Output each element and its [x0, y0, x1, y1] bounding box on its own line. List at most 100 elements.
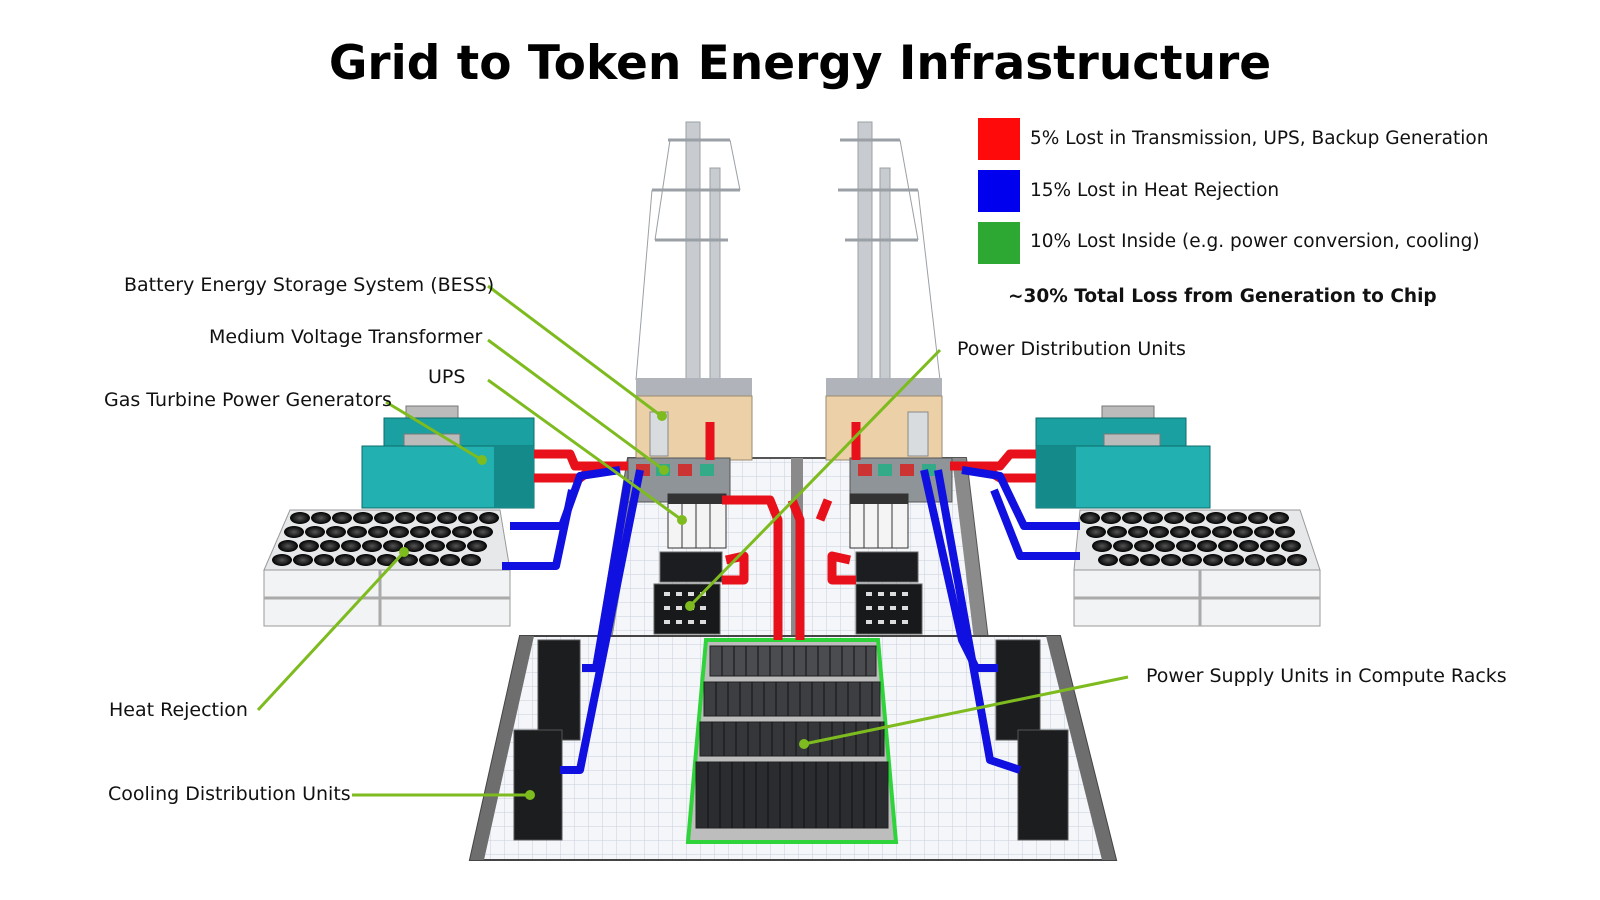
fan-icon [1119, 554, 1139, 566]
power-pole-right [838, 121, 941, 383]
fan-icon [1143, 512, 1163, 524]
fan-icon [311, 512, 331, 524]
legend-label-inside: 10% Lost Inside (e.g. power conversion, … [1030, 231, 1480, 252]
fan-icon [1185, 512, 1205, 524]
fan-icon [389, 526, 409, 538]
fan-icon [473, 526, 493, 538]
fan-icon [1161, 554, 1181, 566]
fan-icon [284, 526, 304, 538]
fan-icon [446, 540, 466, 552]
fan-icon [425, 540, 445, 552]
fan-icon [1092, 540, 1112, 552]
fan-icon [1182, 554, 1202, 566]
fan-icon [1098, 554, 1118, 566]
label-ups: UPS [428, 366, 466, 388]
fan-icon [1170, 526, 1190, 538]
legend-swatch-transmission [978, 118, 1020, 160]
callout-ups [487, 378, 683, 522]
fan-icon [332, 512, 352, 524]
fan-icon [1281, 540, 1301, 552]
fan-icon [272, 554, 292, 566]
fan-icon [1101, 512, 1121, 524]
fan-icon [416, 512, 436, 524]
legend-swatch-heat [978, 170, 1020, 212]
fan-icon [1164, 512, 1184, 524]
substation-left [635, 378, 753, 461]
power-pole-left [635, 121, 741, 383]
fan-icon [1086, 526, 1106, 538]
label-heat-rejection: Heat Rejection [109, 699, 248, 721]
fan-icon [326, 526, 346, 538]
fan-icon [458, 512, 478, 524]
fan-icon [374, 512, 394, 524]
callout-psu [803, 675, 1129, 746]
legend-swatch-inside [978, 222, 1020, 264]
fan-icon [347, 526, 367, 538]
label-cdu: Cooling Distribution Units [108, 783, 351, 805]
legend-label-transmission: 5% Lost in Transmission, UPS, Backup Gen… [1030, 128, 1489, 149]
fan-icon [1224, 554, 1244, 566]
fan-icon [1245, 554, 1265, 566]
fan-icon [419, 554, 439, 566]
legend-label-heat: 15% Lost in Heat Rejection [1030, 180, 1280, 201]
fan-icon [1155, 540, 1175, 552]
fan-icon [1203, 554, 1223, 566]
callout-bess [487, 284, 661, 417]
fan-icon [437, 512, 457, 524]
fan-icon [479, 512, 499, 524]
fan-icon [1128, 526, 1148, 538]
fan-icon [1113, 540, 1133, 552]
label-gas-turbine: Gas Turbine Power Generators [104, 389, 392, 411]
fan-icon [362, 540, 382, 552]
fan-icon [1149, 526, 1169, 538]
fan-icon [278, 540, 298, 552]
fan-icon [368, 526, 388, 538]
fan-icon [1107, 526, 1127, 538]
gas-turbine-right [1035, 405, 1211, 509]
fan-icon [356, 554, 376, 566]
callout-pdu [688, 348, 942, 608]
page-title: Grid to Token Energy Infrastructure [328, 36, 1272, 91]
fan-icon [1227, 512, 1247, 524]
compute-racks [685, 638, 899, 844]
fan-icon [452, 526, 472, 538]
fan-icon [1269, 512, 1289, 524]
pdu-right [855, 551, 923, 635]
heat-rejection-left [263, 509, 511, 627]
callout-gas-turbine [385, 400, 483, 462]
fan-icon [293, 554, 313, 566]
fan-icon [395, 512, 415, 524]
callout-mv-transformer [487, 338, 665, 472]
fan-icon [1248, 512, 1268, 524]
fan-icon [383, 540, 403, 552]
fan-icon [1275, 526, 1295, 538]
cdu-left [513, 639, 581, 841]
fan-icon [1122, 512, 1142, 524]
callout-dots [399, 411, 809, 800]
fan-icon [353, 512, 373, 524]
cdu-right [995, 639, 1069, 841]
fan-icon [431, 526, 451, 538]
fan-icon [341, 540, 361, 552]
fan-icon [404, 540, 424, 552]
heat-rejection-right [1073, 509, 1321, 627]
fan-icon [440, 554, 460, 566]
fan-icon [1176, 540, 1196, 552]
fan-icon [1266, 554, 1286, 566]
fan-icon [1254, 526, 1274, 538]
ups-left [667, 493, 727, 549]
fan-icon [290, 512, 310, 524]
fan-icon [1287, 554, 1307, 566]
fan-icon [1239, 540, 1259, 552]
fan-icon [467, 540, 487, 552]
fan-icon [461, 554, 481, 566]
legend-total: ~30% Total Loss from Generation to Chip [1008, 286, 1437, 307]
gas-turbine-left [361, 405, 535, 509]
fan-icon [1212, 526, 1232, 538]
fan-icon [410, 526, 430, 538]
label-bess: Battery Energy Storage System (BESS) [124, 274, 495, 296]
label-pdu: Power Distribution Units [957, 338, 1186, 360]
ups-right [849, 493, 909, 549]
fan-icon [1197, 540, 1217, 552]
